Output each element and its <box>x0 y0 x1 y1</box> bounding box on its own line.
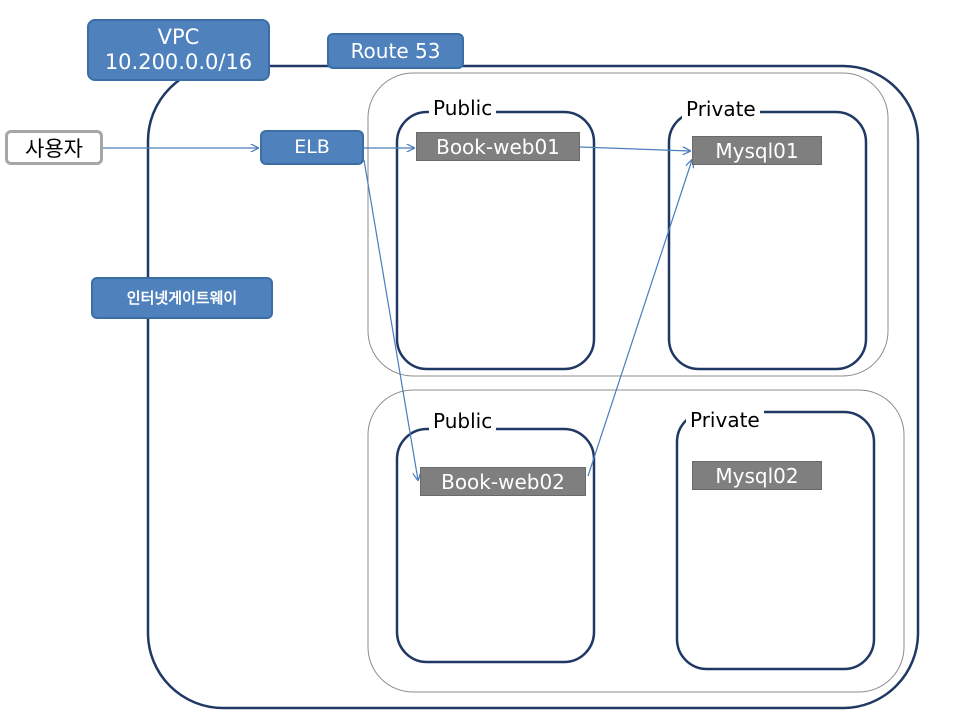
internet-gateway-box: 인터넷게이트웨이 <box>91 277 273 319</box>
private-subnet-1-label: Private <box>682 98 760 120</box>
server-book-web01-label: Book-web01 <box>436 134 560 159</box>
server-book-web01: Book-web01 <box>416 132 580 161</box>
vpc-label: VPC 10.200.0.0/16 <box>87 19 270 81</box>
arrow-elb-to-web02 <box>363 159 418 480</box>
zone-2-container <box>367 389 905 693</box>
vpc-cidr: 10.200.0.0/16 <box>104 50 253 74</box>
server-book-web02: Book-web02 <box>420 467 586 496</box>
arrow-web01-to-mysql01 <box>579 146 690 151</box>
internet-gateway-label: 인터넷게이트웨이 <box>126 289 238 307</box>
zone-1-container <box>367 72 889 377</box>
server-mysql01: Mysql01 <box>692 136 822 165</box>
vpc-container <box>146 64 920 710</box>
arrow-web02-to-mysql01 <box>587 160 692 477</box>
private-subnet-1 <box>667 110 868 371</box>
public-subnet-2-label: Public <box>429 410 497 432</box>
server-book-web02-label: Book-web02 <box>441 469 565 494</box>
elb-label: ELB <box>294 136 330 159</box>
user-label: 사용자 <box>25 136 83 161</box>
server-mysql01-label: Mysql01 <box>715 138 799 163</box>
private-subnet-2-label: Private <box>686 409 764 431</box>
public-subnet-1-label: Public <box>429 97 497 119</box>
elb-box: ELB <box>260 130 364 165</box>
public-subnet-2 <box>395 427 596 664</box>
route53-box: Route 53 <box>327 33 464 69</box>
vpc-title: VPC <box>157 24 200 49</box>
private-subnet-2 <box>675 410 876 671</box>
user-box: 사용자 <box>5 130 103 165</box>
server-mysql02: Mysql02 <box>692 461 822 490</box>
route53-label: Route 53 <box>350 39 441 63</box>
server-mysql02-label: Mysql02 <box>715 463 799 488</box>
